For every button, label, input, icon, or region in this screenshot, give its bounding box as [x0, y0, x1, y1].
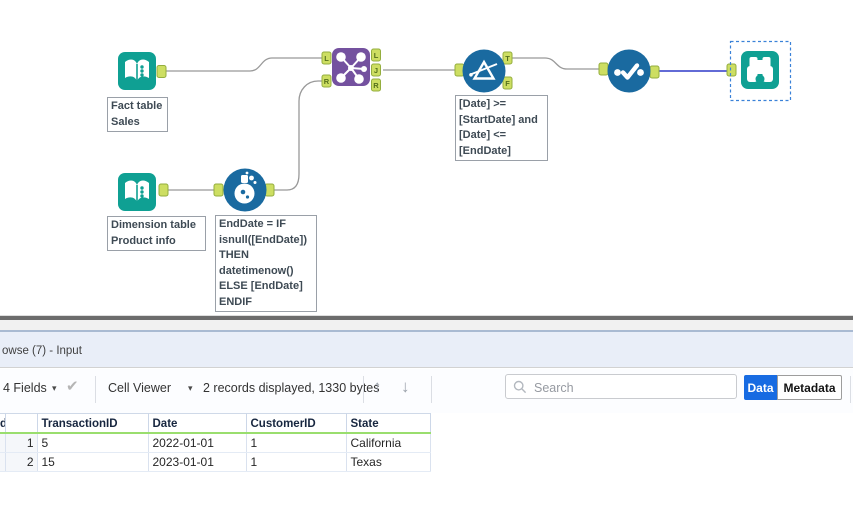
- input-anchor-select[interactable]: [598, 62, 609, 76]
- toolbar-separator: [850, 376, 851, 403]
- column-header-transactionid[interactable]: TransactionID: [37, 413, 149, 434]
- binoculars-icon: [747, 57, 773, 84]
- cell-gutter: [0, 433, 6, 453]
- toolbar-separator: [95, 376, 96, 403]
- join-input-anchor-R[interactable]: [321, 74, 332, 88]
- results-title: owse (7) - Input: [2, 345, 82, 357]
- cell-date[interactable]: 2022-01-01: [148, 433, 247, 453]
- cell-state[interactable]: Texas: [346, 452, 431, 472]
- browse-tool[interactable]: [741, 51, 779, 89]
- connection-filter-to-select[interactable]: [512, 57, 599, 70]
- table-header-row: d TransactionID Date CustomerID State: [0, 413, 431, 434]
- join-output-anchor-R[interactable]: [371, 78, 381, 92]
- input-data-tool-product[interactable]: [118, 173, 156, 211]
- annotation-input-sales[interactable]: Fact table Sales: [107, 97, 168, 132]
- join-output-anchor-J[interactable]: [371, 63, 381, 77]
- formula-tool[interactable]: [223, 168, 267, 212]
- book-icon: [125, 180, 149, 202]
- annotation-input-product[interactable]: Dimension table Product info: [107, 216, 206, 251]
- column-header-customerid[interactable]: CustomerID: [246, 413, 347, 434]
- search-icon: [513, 380, 527, 394]
- column-header-state[interactable]: State: [346, 413, 431, 434]
- cell-gutter: [0, 452, 6, 472]
- results-table: d TransactionID Date CustomerID State 1 …: [0, 413, 431, 472]
- input-anchor-formula[interactable]: [213, 183, 224, 197]
- output-anchor-input-product[interactable]: [158, 183, 169, 197]
- annotation-filter[interactable]: [Date] >= [StartDate] and [Date] <= [End…: [455, 95, 548, 161]
- workflow-svg: L R L J R T F: [118, 40, 792, 212]
- panel-splitter-bar[interactable]: [0, 316, 853, 320]
- toolbar-separator: [363, 376, 364, 403]
- panel-divider-light: [0, 315, 853, 316]
- cell-customerid[interactable]: 1: [246, 433, 347, 453]
- checkmark-icon[interactable]: ✔: [66, 378, 79, 395]
- column-header-date[interactable]: Date: [148, 413, 247, 434]
- cell-state[interactable]: California: [346, 433, 431, 453]
- metadata-tab-button[interactable]: Metadata: [777, 375, 842, 400]
- down-arrow-icon[interactable]: ↓: [401, 377, 410, 396]
- funnel-icon: [469, 59, 498, 80]
- join-output-anchor-L-label: L: [374, 51, 379, 60]
- results-panel: owse (7) - Input 4 Fields ▾ ✔ Cell Viewe…: [0, 315, 853, 508]
- results-header: owse (7) - Input: [0, 332, 853, 368]
- panel-accent-line: [0, 330, 853, 332]
- join-network-icon: [336, 52, 367, 84]
- search-box[interactable]: [505, 374, 737, 399]
- cell-rownum[interactable]: 1: [5, 433, 38, 453]
- join-input-anchor-R-label: R: [324, 77, 330, 86]
- results-toolbar: 4 Fields ▾ ✔ Cell Viewer ▾ 2 records dis…: [0, 369, 853, 413]
- input-data-tool-sales[interactable]: [118, 52, 156, 90]
- search-input[interactable]: [532, 377, 734, 398]
- fields-count-label[interactable]: 4 Fields: [3, 381, 47, 395]
- flask-icon: [234, 171, 257, 204]
- table-row: 1 5 2022-01-01 1 California: [0, 433, 431, 453]
- select-check-icon: [614, 63, 644, 80]
- filter-output-anchor-T[interactable]: [502, 51, 513, 65]
- connection-sales-to-join[interactable]: [166, 57, 323, 72]
- cell-viewer-label[interactable]: Cell Viewer: [108, 381, 171, 395]
- cell-transactionid[interactable]: 5: [37, 433, 149, 453]
- input-anchor-browse[interactable]: [726, 63, 737, 77]
- connection-formula-to-join[interactable]: [274, 80, 322, 191]
- filter-output-anchor-T-label: T: [505, 54, 510, 63]
- cell-transactionid[interactable]: 15: [37, 452, 149, 472]
- selection-outline: [729, 40, 792, 102]
- cell-customerid[interactable]: 1: [246, 452, 347, 472]
- join-input-anchor-L[interactable]: [321, 51, 332, 65]
- records-displayed-label: 2 records displayed, 1330 bytes: [203, 381, 380, 395]
- panel-gap: [0, 320, 853, 330]
- select-tool[interactable]: [607, 49, 651, 93]
- join-tool[interactable]: [332, 48, 370, 86]
- filter-tool[interactable]: [462, 49, 506, 93]
- data-tab-button[interactable]: Data: [744, 375, 777, 400]
- up-arrow-icon[interactable]: ↑: [373, 377, 382, 396]
- join-output-anchor-R-label: R: [373, 81, 379, 90]
- filter-output-anchor-F[interactable]: [502, 76, 513, 90]
- cell-rownum[interactable]: 2: [5, 452, 38, 472]
- book-icon: [125, 59, 149, 81]
- cell-viewer-caret-icon[interactable]: ▾: [188, 383, 193, 393]
- workflow-canvas[interactable]: L R L J R T F: [0, 0, 853, 315]
- column-header-rownum[interactable]: [5, 413, 38, 434]
- column-header-record[interactable]: d: [0, 413, 6, 434]
- join-output-anchor-J-label: J: [374, 66, 378, 75]
- join-output-anchor-L[interactable]: [371, 48, 381, 62]
- table-row: 2 15 2023-01-01 1 Texas: [0, 452, 431, 472]
- join-input-anchor-L-label: L: [324, 54, 329, 63]
- cell-date[interactable]: 2023-01-01: [148, 452, 247, 472]
- annotation-formula[interactable]: EndDate = IF isnull([EndDate]) THEN date…: [215, 215, 317, 312]
- fields-dropdown-caret-icon[interactable]: ▾: [52, 383, 57, 393]
- toolbar-separator: [431, 376, 432, 403]
- output-anchor-select[interactable]: [649, 65, 660, 79]
- output-anchor-input-sales[interactable]: [156, 65, 167, 78]
- filter-output-anchor-F-label: F: [505, 79, 510, 88]
